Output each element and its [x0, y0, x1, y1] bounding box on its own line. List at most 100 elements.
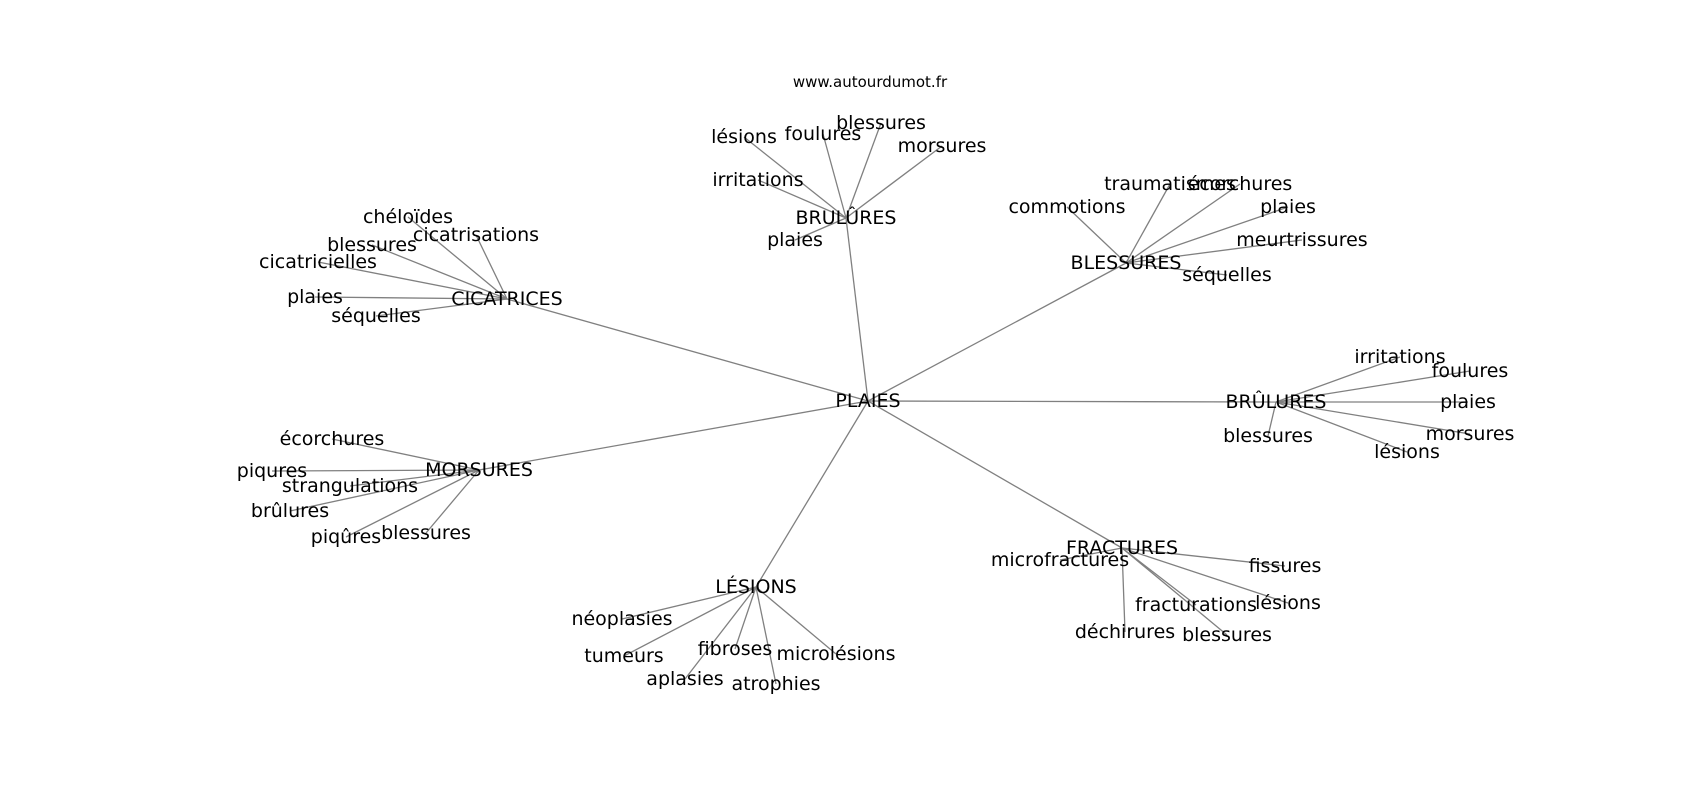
leaf-node-label: lésions: [711, 126, 777, 148]
hub-node-label: BLESSURES: [1071, 252, 1182, 274]
center-to-hub-edge: [867, 262, 1127, 402]
hub-to-leaf-edge: [1125, 183, 1171, 264]
center-to-hub-edge: [867, 400, 1123, 549]
hub-to-leaf-edge: [345, 469, 480, 538]
hub-to-leaf-edge: [1275, 356, 1401, 403]
hub-to-leaf-edge: [1125, 239, 1303, 264]
leaf-node-label: piqûres: [311, 526, 381, 548]
hub-node-label: BRULÛRES: [796, 205, 897, 229]
site-url-label: www.autourdumot.fr: [793, 73, 948, 91]
hub-to-leaf-edge: [314, 296, 508, 300]
leaf-node-label: morsures: [898, 135, 987, 157]
center-to-hub-edge: [845, 217, 869, 402]
hub-to-leaf-edge: [734, 586, 757, 650]
hub-to-leaf-edge: [621, 586, 757, 620]
leaf-node-label: morsures: [1426, 423, 1515, 445]
leaf-node-label: plaies: [767, 229, 823, 251]
hub-to-leaf-edge: [1121, 547, 1228, 636]
hub-to-leaf-edge: [755, 586, 837, 655]
leaf-node-label: microlésions: [777, 643, 896, 665]
hub-to-leaf-edge: [349, 469, 480, 487]
leaf-node-label: séquelles: [331, 305, 421, 327]
leaf-node-label: microfractures: [991, 549, 1129, 571]
hub-to-leaf-edge: [845, 122, 882, 219]
leaf-node-label: cicatrisations: [413, 224, 539, 246]
hub-to-leaf-edge: [1125, 262, 1228, 276]
hub-to-leaf-edge: [331, 438, 480, 471]
hub-to-leaf-edge: [1059, 547, 1123, 561]
center-to-hub-edge: [755, 400, 869, 588]
leaf-node-label: meurtrissures: [1236, 229, 1367, 251]
hub-to-leaf-edge: [375, 298, 508, 317]
leaf-node-label: irritations: [712, 169, 803, 191]
hub-to-leaf-edge: [271, 469, 480, 472]
leaf-node-label: séquelles: [1182, 264, 1272, 286]
hub-to-leaf-edge: [1275, 401, 1408, 453]
leaf-node-label: tumeurs: [584, 645, 663, 667]
leaf-node-label: cicatricielles: [259, 251, 377, 273]
hub-node-label: LÉSIONS: [715, 575, 796, 598]
leaf-node-label: piqures: [237, 460, 307, 482]
hub-to-leaf-edge: [1121, 547, 1126, 633]
hub-to-leaf-edge: [1121, 547, 1289, 604]
leaf-node-label: déchirures: [1075, 621, 1175, 643]
leaf-node-label: traumatismes: [1104, 173, 1236, 195]
leaf-node-label: fissures: [1249, 555, 1322, 577]
hub-to-leaf-edge: [1121, 547, 1286, 567]
leaf-node-label: commotions: [1008, 196, 1125, 218]
hub-to-leaf-edge: [1125, 206, 1289, 264]
hub-to-leaf-edge: [1125, 183, 1241, 264]
leaf-node-label: plaies: [1260, 196, 1316, 218]
hub-to-leaf-edge: [845, 145, 943, 219]
hub-to-leaf-edge: [1275, 370, 1471, 403]
hub-to-leaf-edge: [475, 234, 508, 300]
center-to-hub-edge: [506, 298, 869, 402]
leaf-node-label: blessures: [1223, 425, 1313, 447]
edges-layer: [271, 122, 1471, 685]
leaf-node-label: plaies: [1440, 391, 1496, 413]
leaf-node-label: foulures: [1432, 360, 1509, 382]
leaf-node-label: foulures: [785, 123, 862, 145]
center-node-label: PLAIES: [835, 390, 900, 412]
hub-to-leaf-edge: [407, 216, 508, 300]
leaf-node-label: blessures: [836, 112, 926, 134]
leaf-node-label: brûlures: [251, 500, 329, 522]
hub-to-leaf-edge: [371, 244, 508, 300]
leaf-node-label: écorchures: [280, 428, 385, 450]
hub-node-label: FRACTURES: [1066, 537, 1178, 559]
leaf-node-label: lésions: [1374, 441, 1440, 463]
hub-node-label: CICATRICES: [451, 288, 562, 310]
leaf-node-label: chéloïdes: [363, 206, 453, 228]
leaf-node-label: atrophies: [731, 673, 820, 695]
leaf-node-label: fibroses: [698, 638, 773, 660]
leaf-node-label: aplasies: [646, 668, 723, 690]
hub-to-leaf-edge: [755, 586, 777, 685]
hub-to-leaf-edge: [1066, 206, 1127, 264]
leaf-node-label: strangulations: [282, 475, 418, 497]
leaf-node-label: blessures: [327, 234, 417, 256]
center-to-hub-edge: [867, 400, 1277, 403]
hub-to-leaf-edge: [1275, 401, 1471, 435]
leaf-node-label: lésions: [1255, 592, 1321, 614]
center-to-hub-edge: [478, 400, 869, 471]
leaf-node-label: néoplasies: [571, 608, 672, 630]
hub-to-leaf-edge: [757, 179, 847, 219]
hub-to-leaf-edge: [1267, 401, 1277, 437]
leaf-node-label: blessures: [1182, 624, 1272, 646]
leaf-node-label: plaies: [287, 286, 343, 308]
hub-to-leaf-edge: [425, 469, 480, 534]
hub-to-leaf-edge: [684, 586, 757, 680]
hub-node-label: MORSURES: [425, 459, 533, 481]
hub-to-leaf-edge: [289, 469, 480, 512]
leaf-node-label: irritations: [1354, 346, 1445, 368]
leaf-node-label: fracturations: [1135, 594, 1257, 616]
hub-to-leaf-edge: [623, 586, 757, 657]
leaf-node-label: blessures: [381, 522, 471, 544]
hub-to-leaf-edge: [743, 136, 847, 219]
hub-to-leaf-edge: [794, 217, 847, 241]
hub-to-leaf-edge: [822, 133, 847, 219]
hub-node-label: BRÛLURES: [1226, 389, 1327, 413]
hub-to-leaf-edge: [317, 261, 508, 300]
